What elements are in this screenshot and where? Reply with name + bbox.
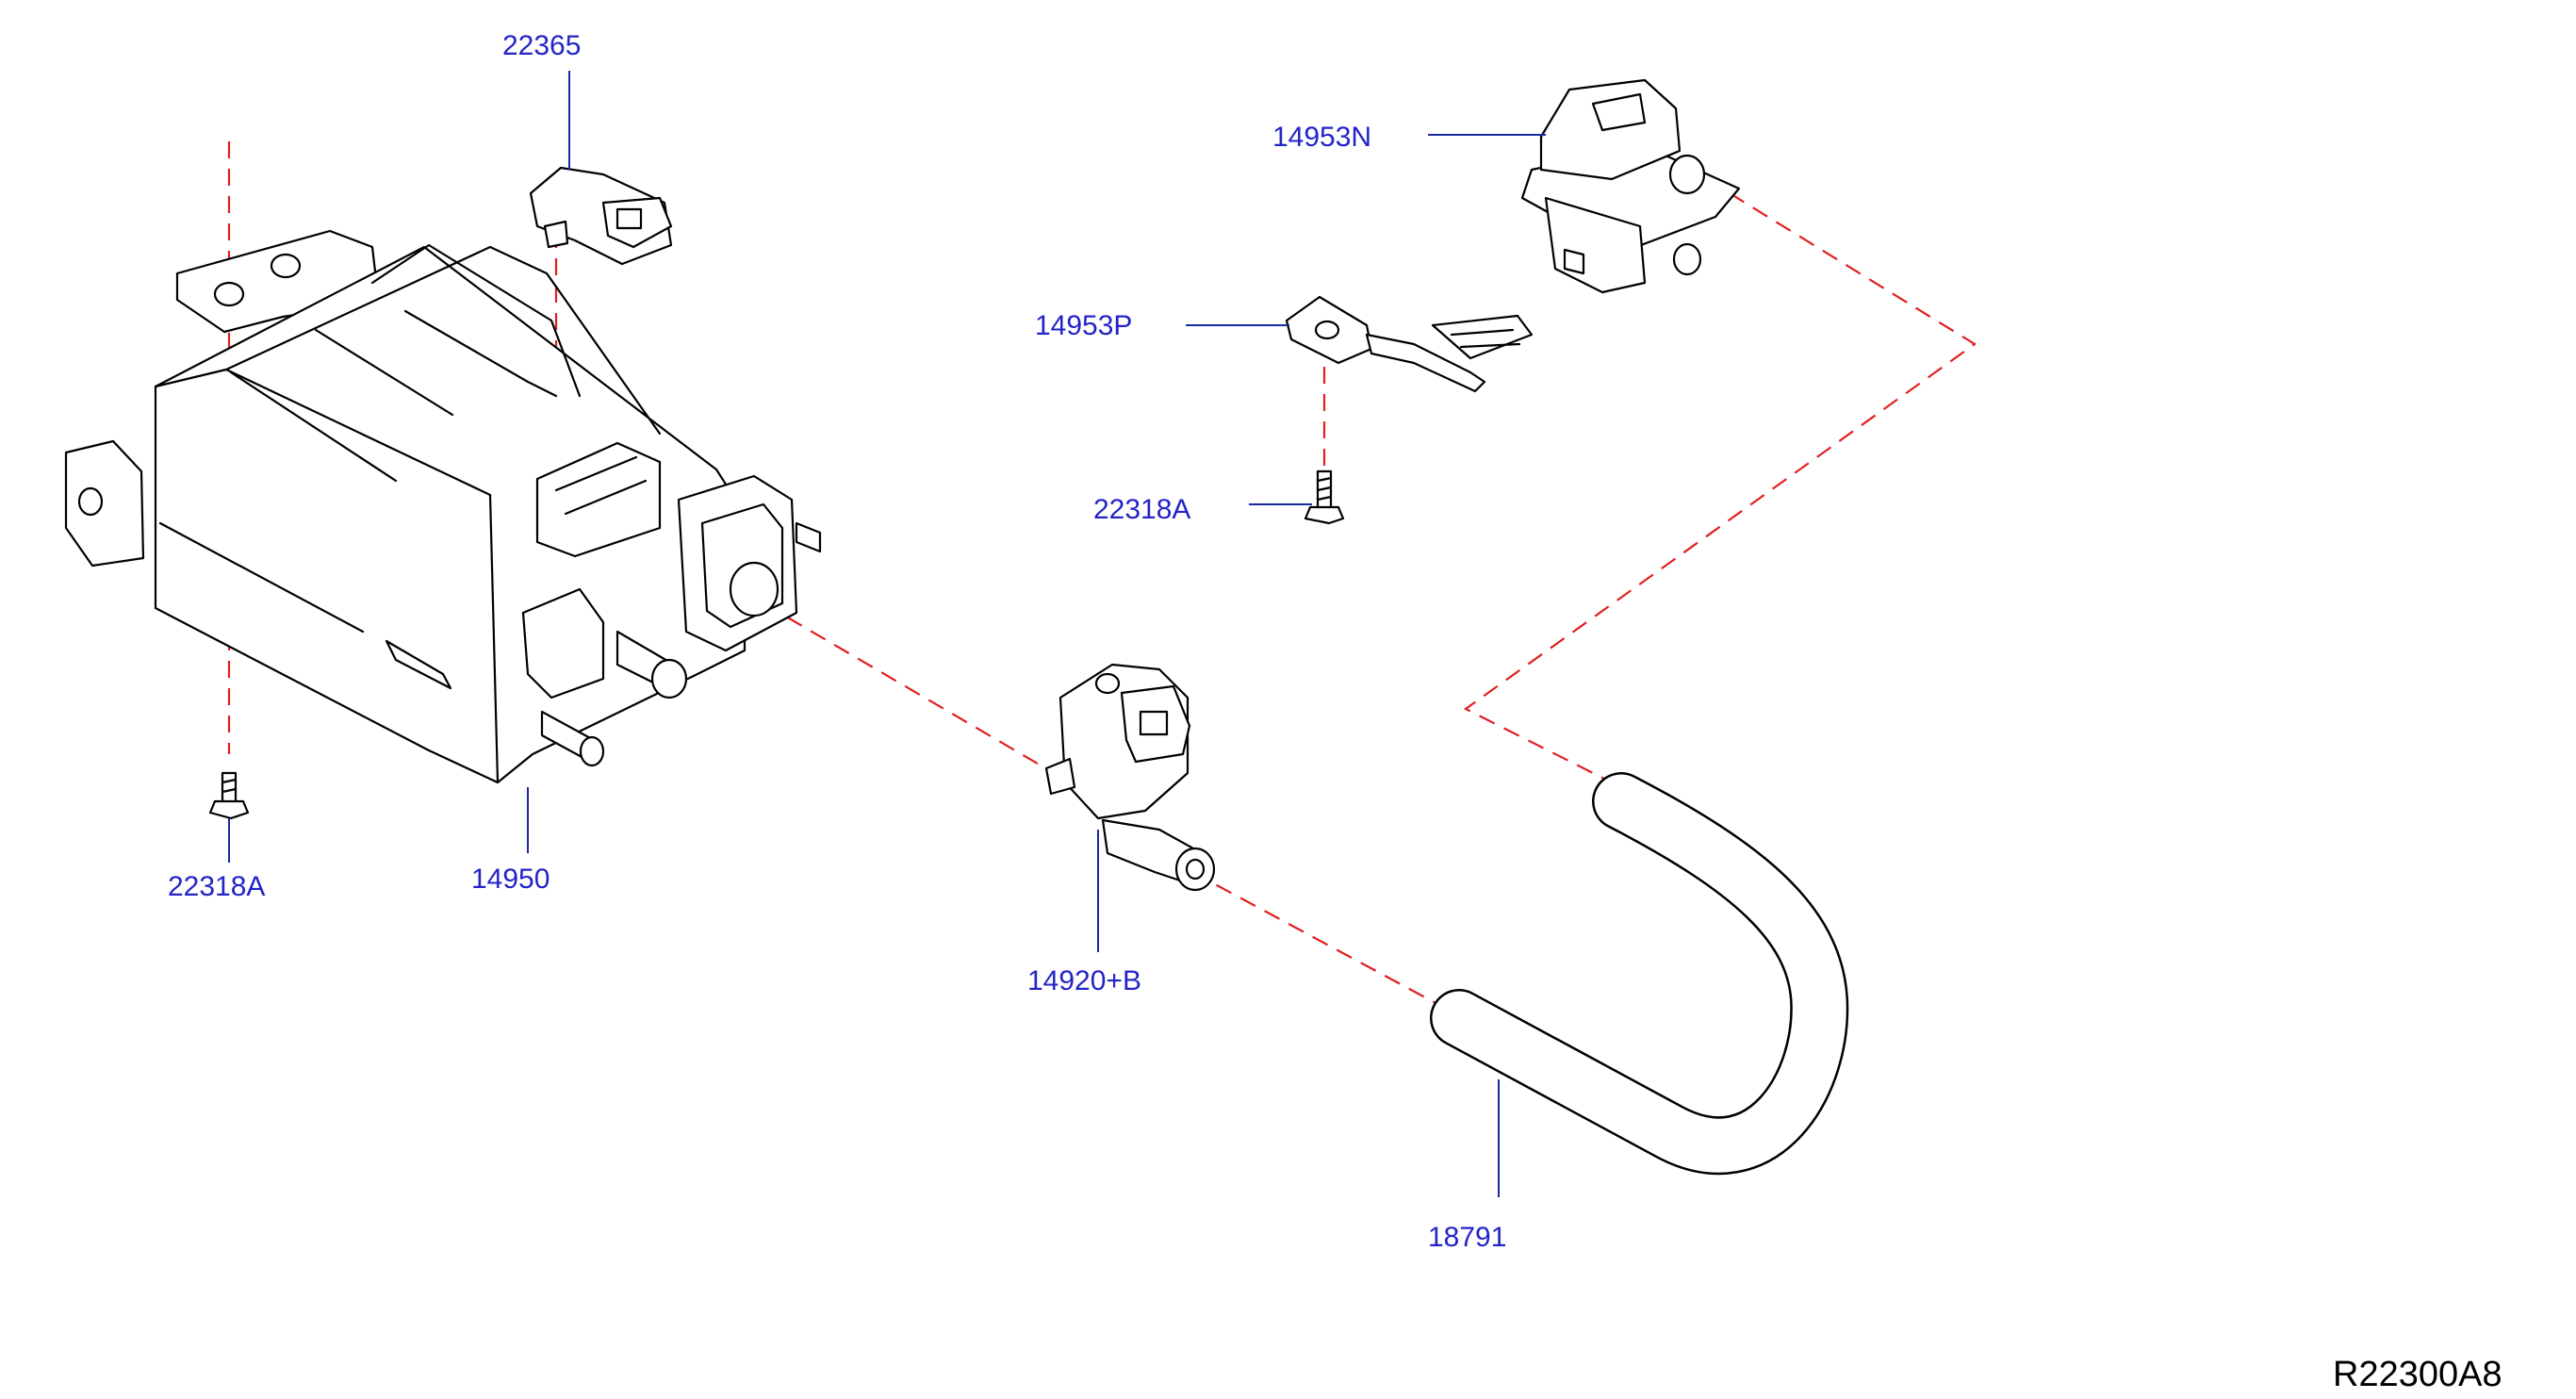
canister-flange-hole (270, 253, 302, 279)
label-18791: 18791 (1428, 1222, 1506, 1253)
bracket-arm (1365, 333, 1486, 393)
label-14953N: 14953N (1272, 122, 1371, 153)
label-22318A-top: 22318A (1093, 494, 1190, 525)
purge-valve-14920B (1044, 663, 1216, 892)
evap-canister-14950 (64, 229, 822, 784)
bolt-head (208, 799, 250, 820)
label-14920B: 14920+B (1027, 965, 1141, 996)
canister-top-ridge (370, 243, 582, 398)
label-22365: 22365 (502, 30, 581, 61)
canister-tab-hole (77, 486, 104, 517)
label-14950: 14950 (471, 864, 550, 895)
canister-rib-3 (229, 370, 398, 483)
leader-lines (228, 71, 1546, 1197)
canister-purge-port (729, 561, 779, 617)
valve-to-hose-line (1191, 871, 1438, 1005)
valve-connector-socket (1139, 710, 1169, 736)
canister-nozzle-upper-end (650, 658, 688, 700)
hose-18791 (1430, 772, 1849, 1176)
sensor-connector-socket (615, 207, 643, 230)
canister-purge-tab (795, 521, 822, 553)
diagram-reference: R22300A8 (2333, 1355, 2502, 1394)
bracket-clip-ribs (1450, 328, 1521, 349)
bolt-thread (221, 778, 238, 794)
filter-side-port (1668, 154, 1706, 195)
canister-to-valve-line (763, 602, 1071, 783)
sensor-nozzle (543, 220, 569, 249)
hose-body (1432, 774, 1846, 1173)
canister-rib-1 (403, 309, 558, 398)
filter-bottom-port (1672, 242, 1702, 276)
canister-connector-ribs (554, 455, 648, 516)
part-labels: 22365 14953N 14953P 22318A 22318A 14950 … (168, 30, 1506, 1253)
label-14953P: 14953P (1035, 310, 1132, 341)
canister-slot (385, 639, 452, 690)
bolt-head (1304, 505, 1345, 525)
label-22318A-left: 22318A (168, 871, 265, 902)
bracket-clip (1431, 314, 1534, 360)
canister-nozzle-lower-end (579, 735, 605, 767)
canister-side-tab (64, 439, 145, 568)
filter-top-tab (1591, 92, 1647, 132)
bolt-22318A-top (1304, 469, 1345, 525)
canister-rib-2 (314, 328, 454, 417)
bracket-hole (1314, 320, 1340, 340)
canister-front-edge (154, 368, 500, 784)
filter-to-hose-line (1463, 192, 1977, 783)
canister-bolt-hole (213, 281, 245, 307)
bracket-14953P (1285, 295, 1534, 393)
valve-top-cap (1094, 672, 1121, 695)
bolt-thread (1316, 476, 1333, 502)
valve-inlet (1044, 757, 1076, 796)
canister-rib-4 (158, 521, 365, 634)
bolt-22318A-left (208, 771, 250, 820)
filter-14953N (1520, 78, 1741, 294)
valve-outlet-bore (1185, 858, 1206, 881)
filter-stud (1563, 248, 1585, 275)
canister-top-edge (224, 245, 662, 436)
sensor-22365 (529, 166, 673, 266)
bolt-shank (221, 771, 238, 805)
canister-port-block (521, 587, 605, 700)
